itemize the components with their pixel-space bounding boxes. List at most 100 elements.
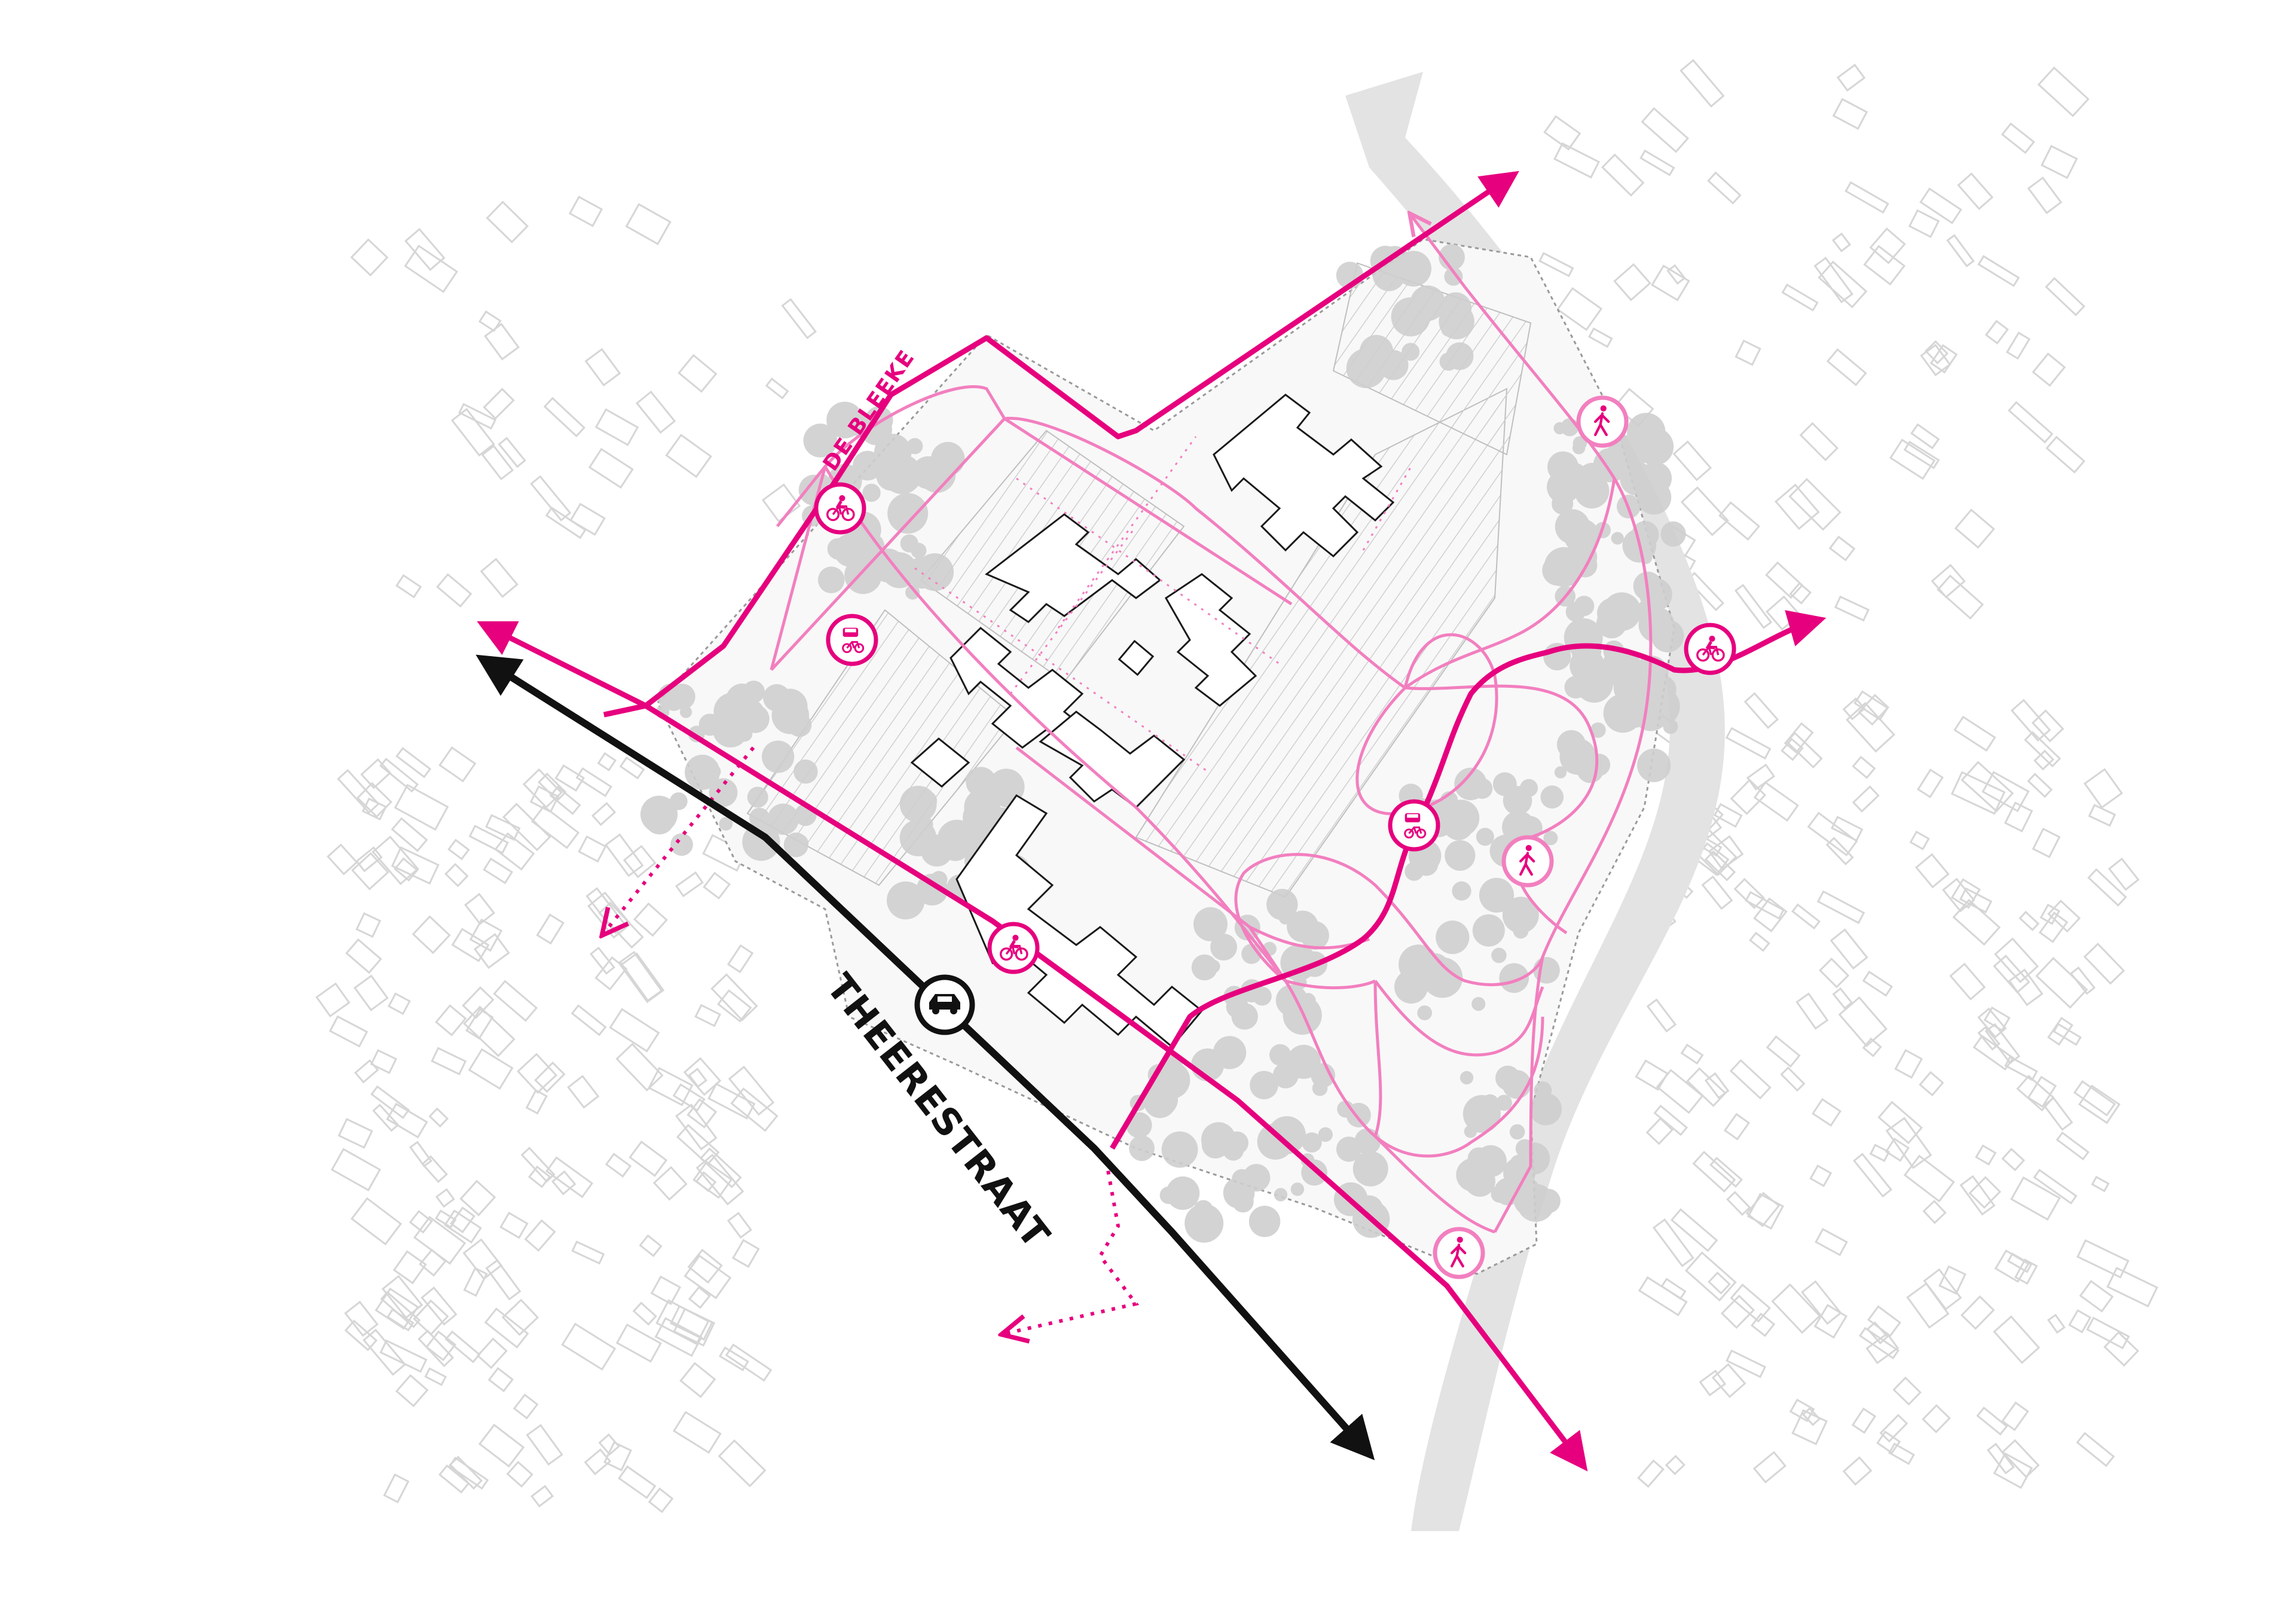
context-building: [435, 1209, 457, 1228]
context-building: [2040, 145, 2078, 179]
context-building: [421, 1155, 448, 1183]
context-building: [1726, 1191, 1751, 1216]
tree: [1613, 670, 1648, 705]
car-icon: [914, 974, 975, 1035]
context-building: [468, 1048, 514, 1090]
context-building: [525, 1089, 548, 1115]
context-building: [1701, 875, 1733, 910]
context-building: [2001, 1148, 2025, 1172]
tree: [1298, 911, 1311, 924]
context-building: [652, 1166, 688, 1201]
tree: [1266, 889, 1298, 920]
tree: [1559, 738, 1596, 775]
context-building: [536, 913, 565, 945]
context-building: [569, 502, 606, 536]
tree: [860, 533, 885, 558]
tree: [1471, 997, 1486, 1011]
context-building: [1729, 1059, 1772, 1100]
tree: [1492, 772, 1517, 796]
context-building: [420, 1286, 457, 1326]
context-building: [1889, 438, 1936, 480]
context-building: [512, 1393, 539, 1420]
context-building: [1766, 1035, 1801, 1068]
context-building: [2016, 1074, 2055, 1112]
context-building: [438, 1464, 470, 1494]
context-building: [438, 746, 477, 783]
context-building: [765, 377, 789, 400]
tree: [1436, 920, 1470, 955]
tree: [1637, 748, 1671, 782]
context-building: [1747, 1193, 1784, 1230]
context-building: [1639, 150, 1675, 176]
context-building: [725, 1343, 773, 1382]
tree: [1129, 1135, 1155, 1161]
tree: [1635, 428, 1674, 466]
tree: [906, 438, 923, 455]
context-building: [1954, 508, 1995, 549]
context-building: [1764, 561, 1804, 599]
context-building: [1830, 928, 1868, 970]
tree: [917, 791, 938, 812]
tree: [921, 834, 953, 867]
context-building: [1952, 898, 2001, 946]
context-building: [497, 437, 527, 468]
tree: [1564, 676, 1587, 699]
context-building: [1725, 727, 1772, 760]
tree: [1533, 957, 1560, 984]
tree: [1639, 686, 1680, 727]
context-building: [1750, 1312, 1776, 1337]
context-building: [2001, 122, 2035, 154]
context-building: [1892, 1376, 1922, 1406]
pedestrian-icon: [1501, 835, 1554, 888]
context-building: [616, 1323, 662, 1363]
tree: [1165, 1072, 1186, 1093]
context-building: [1885, 1117, 1932, 1169]
context-building: [2108, 857, 2140, 891]
tree: [1496, 1094, 1512, 1111]
context-building: [350, 1197, 402, 1246]
context-building: [524, 1219, 556, 1252]
context-building: [1946, 234, 1975, 267]
context-building: [395, 574, 422, 599]
context-building: [1809, 1164, 1833, 1187]
context-building: [485, 1259, 521, 1301]
context-building: [354, 1059, 379, 1084]
context-building: [1876, 1430, 1901, 1455]
context-building: [1949, 962, 1986, 1001]
context-building: [2083, 768, 2123, 809]
context-building: [1789, 582, 1812, 605]
tree: [1611, 532, 1624, 545]
context-building: [435, 1188, 456, 1208]
context-building: [687, 1248, 723, 1284]
context-building: [1977, 1026, 2001, 1051]
tree: [1396, 251, 1432, 287]
context-building: [1645, 1117, 1674, 1145]
context-building: [1845, 181, 1889, 214]
tree: [1590, 722, 1606, 738]
context-building: [1903, 440, 1940, 469]
tree: [787, 713, 812, 737]
context-building: [1836, 63, 1866, 92]
context-building: [1916, 769, 1944, 798]
context-building: [1791, 903, 1821, 930]
context-building: [2031, 709, 2065, 743]
context-building: [1950, 878, 1981, 909]
context-building: [362, 1328, 407, 1376]
context-building: [2047, 1017, 2074, 1046]
context-building: [1977, 255, 2020, 287]
context-building: [499, 1211, 529, 1239]
context-building: [597, 752, 617, 772]
context-building: [1692, 1151, 1736, 1193]
context-building: [1994, 937, 2039, 983]
context-building: [1851, 1407, 1876, 1434]
bike-car-icon: [826, 614, 878, 666]
tree: [1161, 1131, 1198, 1168]
context-building: [337, 1118, 374, 1149]
context-building: [2008, 968, 2044, 1007]
tree: [1444, 267, 1463, 286]
context-building: [1938, 1265, 1967, 1295]
context-building: [2027, 1075, 2057, 1108]
tree: [1452, 881, 1471, 901]
context-building: [1830, 815, 1864, 842]
tree: [853, 450, 883, 481]
